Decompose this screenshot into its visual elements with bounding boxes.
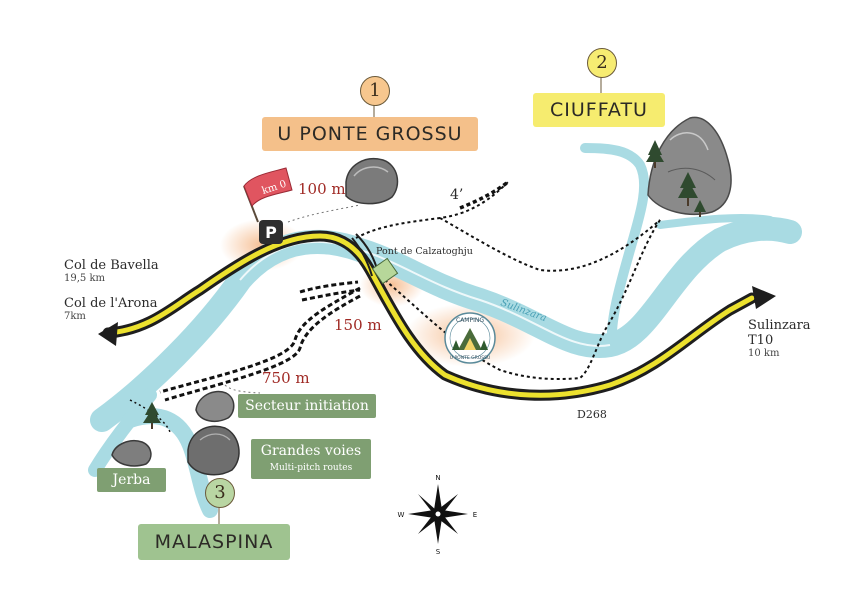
trail-to-malaspina-1 [159,286,361,394]
river-tributary-ciuffatu [580,143,650,350]
parking-icon: P [259,220,283,244]
boulder-ponte-grossu-icon [345,158,399,205]
sector-initiation: Secteur initiation [238,394,376,418]
boulder-grandes-voies-icon [187,425,240,476]
tree-malaspina-icon [143,402,161,429]
destination-sulinzara-road: T10 [748,333,774,348]
road-arrow-east-icon [752,286,776,309]
sector-grandes-voies-subtitle: Multi-pitch routes [269,463,353,473]
road-d268-fill [105,233,755,398]
destination-col-bavella-name: Col de Bavella [64,258,159,273]
camping-area-marker [371,257,399,285]
camping-logo: CAMPING U PONTE GROSSU [444,312,496,364]
destination-col-arona: Col de l'Arona 7km [64,296,158,322]
site-name-malaspina: MALASPINA [138,524,290,560]
river-branch-southwest [88,388,157,477]
walk-time-label: 4’ [450,187,464,203]
boulder-initiation-icon [195,390,235,423]
tree-ciuffatu-2-icon [678,172,698,206]
compass-rose-icon: N S E W [398,474,478,556]
site-number-2: 2 [587,48,617,78]
destination-col-arona-dist: 7km [64,311,86,322]
trail-bridge-west-1 [299,280,359,294]
site-number-3: 3 [205,478,235,508]
sector-grandes-voies: Grandes voies Multi-pitch routes [251,439,371,479]
ciuffatu-rock-icon [647,116,732,215]
river-tributary-east [656,213,774,229]
destination-col-arona-name: Col de l'Arona [64,296,158,311]
destination-sulinzara-name: Sulinzara [748,318,811,333]
distance-parking-rock: 100 m [298,180,346,198]
compass-e: E [473,511,477,519]
bridge-pont-calzatoghju [351,237,373,277]
boulder-jerba-icon [111,440,152,467]
compass-w: W [398,511,405,519]
trail-ridge-thick [459,180,510,210]
camping-logo-top: CAMPING [456,317,484,324]
parking-text: P [265,223,277,242]
trail-parking-rock [287,204,361,223]
distance-bridge: 150 m [334,316,382,334]
sector-jerba: Jerba [97,468,166,492]
trail-to-malaspina-2 [164,294,361,402]
trail-ridge [355,181,509,239]
camping-logo-bottom: U PONTE GROSSU [450,355,491,361]
compass-s: S [436,548,441,556]
site-name-ponte-grossu: U PONTE GROSSU [262,117,478,151]
destination-sulinzara: Sulinzara T10 10 km [748,318,811,359]
site-name-ciuffatu: CIUFFATU [533,93,665,127]
flag-km0-icon: km 0 [243,167,293,223]
bridge-label: Pont de Calzatoghju [376,246,473,257]
trail-initiation [224,384,261,394]
destination-col-bavella-dist: 19,5 km [64,273,105,284]
distance-initiation: 750 m [262,369,310,387]
destination-sulinzara-dist: 10 km [748,348,780,359]
trail-malaspina-low [129,399,171,433]
sector-grandes-voies-title: Grandes voies [260,443,362,459]
road-label: D268 [577,408,607,421]
tree-ciuffatu-3-icon [694,200,706,217]
site-number-1: 1 [360,76,390,106]
compass-n: N [435,474,440,482]
destination-col-bavella: Col de Bavella 19,5 km [64,258,159,284]
road-arrow-west-icon [98,322,118,346]
tree-ciuffatu-1-icon [646,140,664,168]
